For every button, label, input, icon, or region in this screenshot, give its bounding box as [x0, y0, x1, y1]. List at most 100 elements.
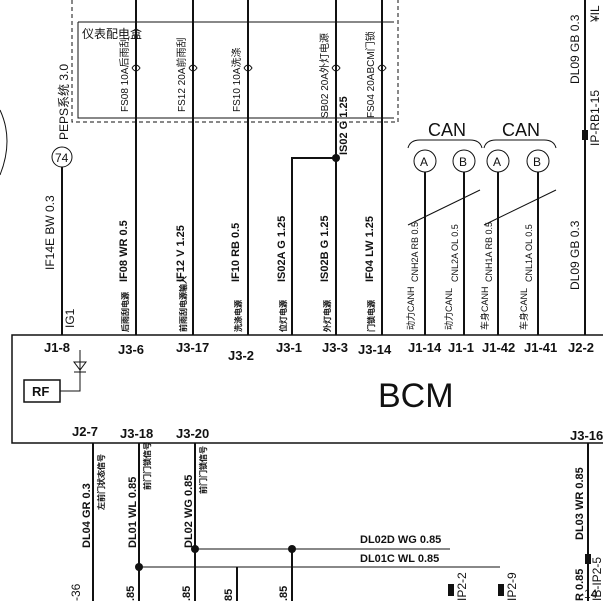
can-wire-4: CNL1A OL 0.5 [524, 224, 534, 282]
can-node-2a: A [486, 149, 510, 173]
pin-j3-20: J3-20 [176, 426, 209, 441]
can-signal-3: 车身CANH [479, 286, 490, 330]
edge-label-85-a: .85 [125, 586, 137, 601]
wire-label-dl01c: DL01C WL 0.85 [360, 553, 439, 565]
pin-j3-2: J3-2 [228, 348, 254, 363]
can-signal-4: 车身CANL [518, 288, 529, 330]
can-node-1a: A [413, 149, 437, 173]
wire-label-dl02: DL02 WG 0.85 [183, 475, 195, 548]
wire-label-if12: IF12 V 1.25 [175, 225, 187, 282]
bcm-box [11, 334, 603, 444]
can-bracket-2 [483, 139, 557, 149]
pin-j1-14: J1-14 [408, 340, 442, 355]
fuse-label-fs08: FS08 10A后雨刮 [118, 38, 131, 112]
pin-j3-1: J3-1 [276, 340, 302, 355]
can-signal-1: 动力CANH [405, 286, 416, 330]
edge-label-36: -36 [69, 583, 83, 601]
can-bracket-1 [407, 139, 483, 149]
pin-j1-41: J1-41 [524, 340, 557, 355]
connector-ib-ip2-5 [585, 554, 591, 564]
fuse-box-title: 仪表配电盒 [82, 26, 142, 41]
splice-dl01 [135, 563, 143, 571]
pin-j1-1: J1-1 [448, 340, 474, 355]
connector-label-iprb1: IP-RB1-15 [588, 90, 602, 146]
edge-label-85-c: 85 [223, 589, 235, 601]
wire-is02a-branch [291, 157, 336, 335]
pin-j1-42: J1-42 [482, 340, 515, 355]
can-title-1: CAN [428, 120, 466, 140]
pin-j2-7: J2-7 [72, 424, 98, 439]
connector-ip2-9 [498, 584, 504, 596]
wire-label-if14e: IF14E BW 0.3 [43, 195, 57, 270]
wire-label-dl09-a: DL09 GB 0.3 [568, 220, 582, 290]
function-door-lock: 门锁电源 [366, 300, 376, 332]
fuse-label-fs10: FS10 10A洗涤 [230, 48, 243, 112]
pin-j2-2: J2-2 [568, 340, 594, 355]
function-ig1: IG1 [63, 308, 77, 328]
edge-label-ip2-2: IP2-2 [455, 572, 469, 601]
function-washer: 洗涤电源 [233, 300, 243, 332]
pin-j3-17: J3-17 [176, 340, 209, 355]
edge-label-ip2-9: IP2-9 [505, 572, 519, 601]
svg-text:B: B [459, 155, 467, 169]
svg-text:A: A [493, 155, 501, 169]
bcm-label: BCM [378, 377, 454, 415]
svg-text:B: B [533, 155, 541, 169]
connector-iprb1 [582, 130, 588, 140]
connector-ip2-2 [448, 584, 454, 596]
peps-label: PEPS系统 3.0 [57, 64, 71, 140]
wire-label-dl01: DL01 WL 0.85 [127, 477, 139, 548]
rf-label: RF [32, 384, 49, 399]
fuse-symbols [131, 64, 387, 72]
can-node-1b: B [452, 149, 476, 173]
function-front-door-lock-2: 前门门锁信号 [198, 446, 208, 494]
fuse-box-inner-line [77, 22, 394, 119]
pin-j1-8: J1-8 [44, 340, 70, 355]
can-wires [407, 172, 557, 335]
can-signal-2: 动力CANL [443, 288, 454, 330]
wire-label-dl03: DL03 WR 0.85 [574, 467, 586, 540]
function-left-front-door: 左前门状态信号 [96, 454, 106, 511]
wire-label-dl04: DL04 GR 0.3 [81, 483, 93, 548]
wire-label-is02: IS02 G 1.25 [338, 96, 350, 155]
pin-j3-14: J3-14 [358, 342, 392, 357]
wire-label-is02b: IS02B G 1.25 [319, 215, 331, 282]
splice-dl02-b [288, 545, 296, 553]
fuse-label-fs12: FS12 20A前雨刮 [175, 38, 188, 112]
rf-diode [73, 361, 87, 373]
function-rear-wiper: 后雨刮电源 [120, 292, 130, 332]
can-wire-1: CNH2A RB 0.5 [410, 222, 420, 282]
splice-dl02 [191, 545, 199, 553]
wire-label-dl02d: DL02D WG 0.85 [360, 534, 441, 546]
left-arc [0, 109, 8, 176]
wire-label-if10: IF10 RB 0.5 [230, 223, 242, 282]
wire-label-if08: IF08 WR 0.5 [118, 220, 130, 282]
fuse-label-fs04: FS04 20ABCM门锁 [364, 31, 377, 118]
can-wire-3: CNH1A RB 0.5 [484, 222, 494, 282]
corner-label-top-right: ¥IL [588, 5, 602, 23]
function-front-door-lock-1: 前门门锁信号 [142, 442, 152, 490]
peps-number: 74 [55, 151, 69, 165]
svg-text:A: A [420, 155, 428, 169]
fuse-wires [135, 0, 383, 335]
edge-label-r085: R 0.85 [574, 569, 586, 601]
function-position-lamp: 位灯电源 [278, 300, 288, 332]
rf-connection [60, 350, 81, 392]
pin-j3-6: J3-6 [118, 342, 144, 357]
edge-label-85-b: .85 [181, 586, 193, 601]
function-front-wiper: 前雨刮电源输入 [178, 276, 188, 332]
pin-j3-16: J3-16 [570, 428, 603, 443]
wire-label-dl09-b: DL09 GB 0.3 [568, 14, 582, 84]
edge-label-ib-ip2-5: IB-IP2-5 [590, 557, 603, 601]
wire-label-if04: IF04 LW 1.25 [364, 216, 376, 282]
can-node-2b: B [526, 149, 550, 173]
can-title-2: CAN [502, 120, 540, 140]
pin-j3-18: J3-18 [120, 426, 153, 441]
edge-label-14: -14 [580, 587, 598, 601]
pin-j3-3: J3-3 [322, 340, 348, 355]
bottom-wires [92, 443, 589, 601]
wire-label-is02a: IS02A G 1.25 [276, 216, 288, 282]
function-exterior-lamp: 外灯电源 [322, 300, 332, 332]
can-wire-2: CNL2A OL 0.5 [450, 224, 460, 282]
